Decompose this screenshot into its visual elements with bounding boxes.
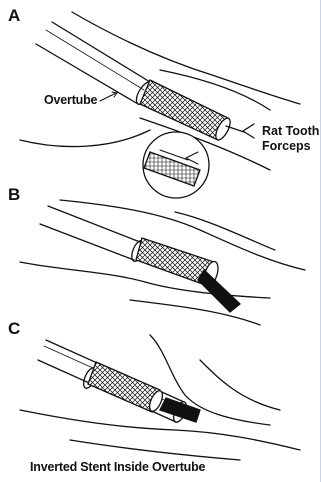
- panel-b-drawing: [20, 200, 305, 325]
- panel-c-letter: C: [8, 320, 20, 337]
- forceps-label-line2: Forceps: [262, 139, 319, 154]
- panel-b-letter: B: [8, 186, 20, 203]
- forceps-label: Rat Tooth Forceps: [262, 124, 319, 154]
- inverted-stent-c: [88, 362, 165, 413]
- panel-a-letter: A: [8, 7, 20, 24]
- forceps-label-line1: Rat Tooth: [262, 124, 319, 139]
- overtube-label: Overtube: [44, 94, 97, 107]
- magnified-inset: [143, 132, 209, 198]
- panel-c-drawing: [20, 335, 300, 460]
- stent-a: [140, 80, 233, 142]
- caption-label: Inverted Stent Inside Overtube: [30, 461, 205, 474]
